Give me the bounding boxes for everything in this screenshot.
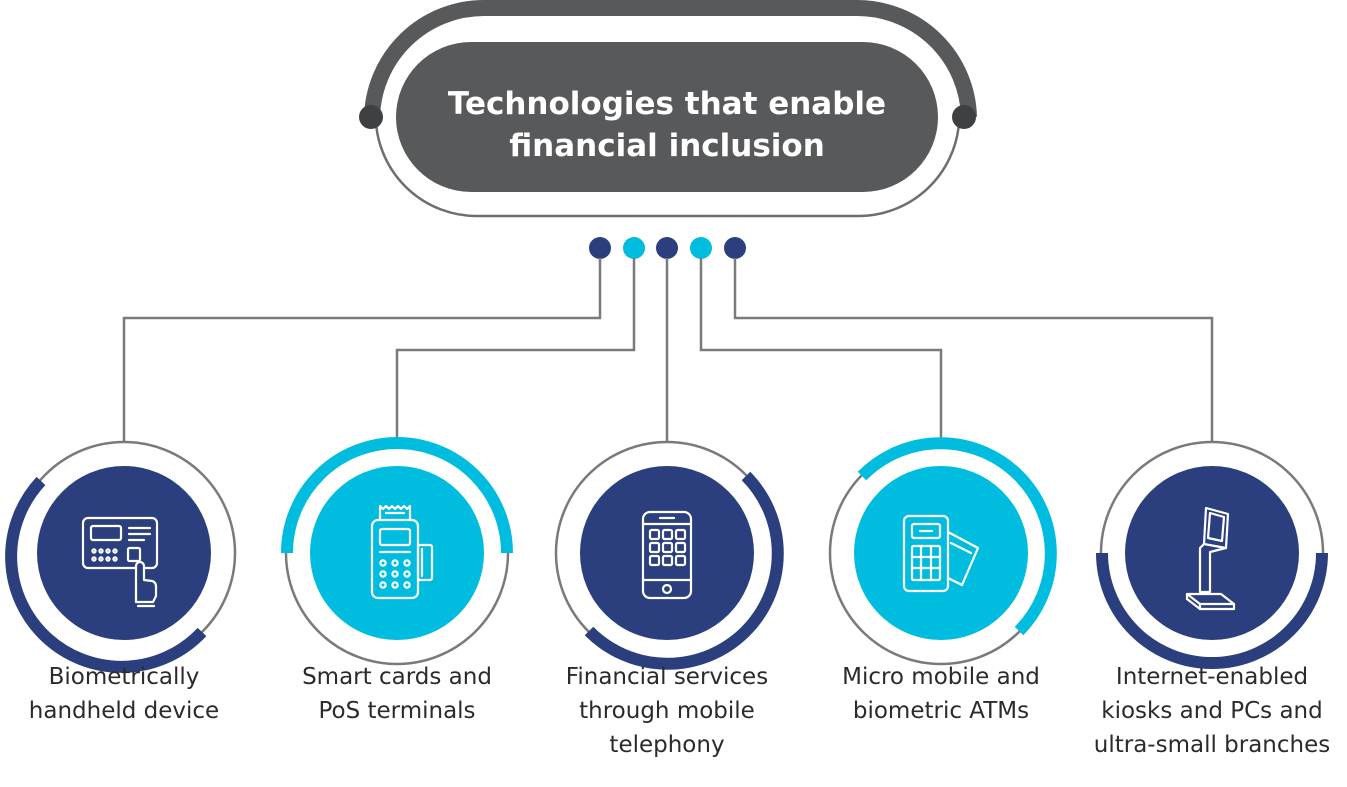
item-5-label-line-3: ultra-small branches <box>1093 732 1331 758</box>
title-left-dot <box>359 105 383 129</box>
title: Technologies that enable financial inclu… <box>396 58 938 192</box>
item-4-label-line-1: Micro mobile and <box>842 664 1040 690</box>
item-3-label-line-3: telephony <box>609 732 725 758</box>
title-outer-arc-top <box>364 0 977 118</box>
connector-line-2 <box>395 258 636 442</box>
biometric-device-icon <box>81 516 159 608</box>
title-outer-arc-bottom <box>374 122 961 218</box>
connector-lines <box>122 258 1214 442</box>
connector-dots <box>589 237 746 259</box>
connector-dot-5 <box>724 237 746 259</box>
title-line-1: Technologies that enable <box>447 86 887 122</box>
item-1-accent-arc <box>5 476 207 673</box>
item-4-label-line-2: biometric ATMs <box>852 698 1030 724</box>
item-2-label: Smart cards and PoS terminals <box>267 660 527 728</box>
connector-line-4 <box>699 258 943 442</box>
pos-terminal-icon <box>370 504 434 600</box>
item-2-accent-arc <box>281 437 513 554</box>
title-right-dot <box>952 105 976 129</box>
item-4 <box>828 437 1057 666</box>
item-5-accent-arc <box>1096 552 1328 669</box>
item-4-label: Micro mobile and biometric ATMs <box>811 660 1071 728</box>
item-2 <box>281 437 513 666</box>
item-1 <box>5 440 237 673</box>
item-5-label-line-1: Internet-enabled <box>1115 664 1309 690</box>
item-3 <box>554 440 784 670</box>
item-2-label-line-1: Smart cards and <box>302 664 492 690</box>
kiosk-icon <box>1185 506 1236 611</box>
mobile-phone-icon <box>641 510 693 600</box>
connector-dot-4 <box>690 237 712 259</box>
connector-dot-2 <box>623 237 645 259</box>
item-5-label: Internet-enabled kiosks and PCs and ultr… <box>1082 660 1342 762</box>
card-reader-icon <box>902 514 980 593</box>
item-3-label-line-1: Financial services <box>565 664 769 690</box>
title-line-2: financial inclusion <box>509 128 825 164</box>
item-1-label: Biometrically handheld device <box>0 660 254 728</box>
item-3-label-line-2: through mobile <box>579 698 755 724</box>
item-5-disc <box>1125 466 1299 640</box>
connector-line-1 <box>122 258 602 442</box>
connector-dot-1 <box>589 237 611 259</box>
item-1-label-line-2: handheld device <box>28 698 220 724</box>
connector-dot-3 <box>656 237 678 259</box>
title-pill <box>396 42 938 192</box>
item-1-disc <box>37 466 211 640</box>
item-3-accent-arc <box>584 471 784 670</box>
title-badge <box>359 0 977 218</box>
item-4-accent-arc <box>857 437 1057 636</box>
item-5 <box>1096 440 1328 669</box>
item-5-label-line-2: kiosks and PCs and <box>1101 698 1323 724</box>
item-1-label-line-1: Biometrically <box>48 664 200 690</box>
item-2-label-line-2: PoS terminals <box>318 698 476 724</box>
item-3-label: Financial services through mobile teleph… <box>537 660 797 762</box>
connector-line-5 <box>733 258 1214 442</box>
